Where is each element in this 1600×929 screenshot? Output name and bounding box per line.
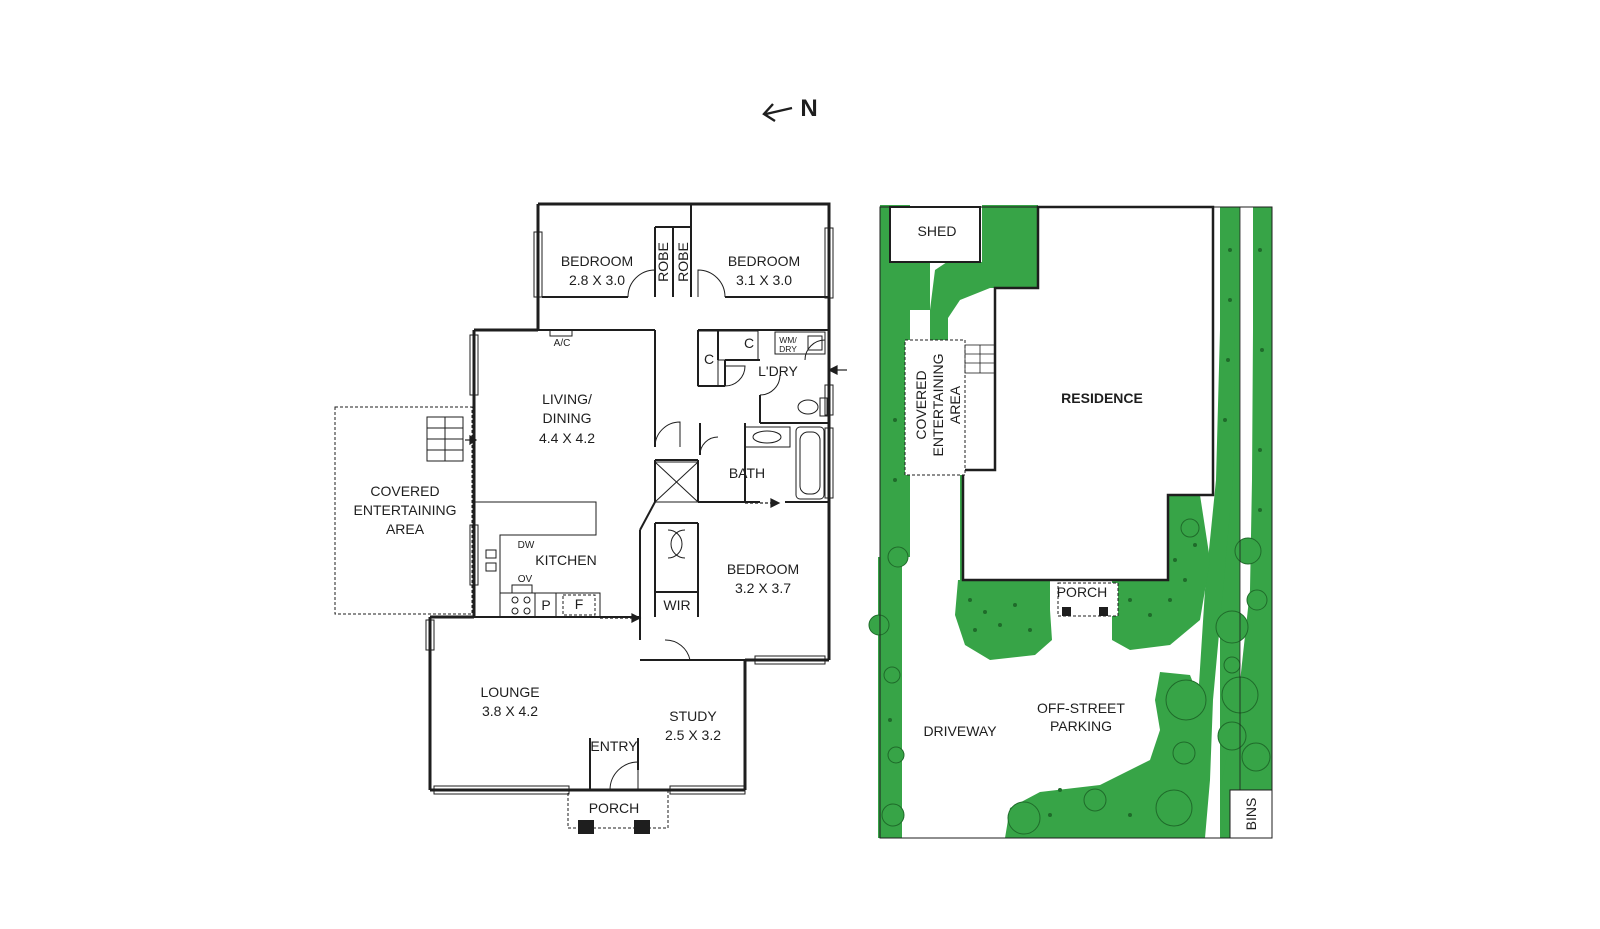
living-label-line2: DINING — [543, 410, 592, 426]
shrub-dots — [888, 248, 1264, 817]
cupboard1-label: C — [704, 351, 714, 367]
shed-label: SHED — [918, 223, 957, 239]
porch-post — [1062, 607, 1071, 616]
exterior-walls — [428, 202, 831, 792]
door-swings — [609, 269, 826, 791]
residence-footprint — [961, 205, 1215, 582]
bedroom1-label: BEDROOM — [561, 253, 633, 269]
dry-label: DRY — [779, 344, 797, 354]
covered-area-label-line1: COVERED — [370, 483, 439, 499]
site-covered-area-line2: ENTERTAINING — [930, 354, 946, 457]
ac-label: A/C — [554, 338, 571, 349]
ac-unit-icon — [549, 329, 573, 337]
bath-label: BATH — [729, 465, 765, 481]
living-label-line1: LIVING/ — [542, 391, 592, 407]
parking-label-line1: OFF-STREET — [1037, 700, 1125, 716]
kitchen-label: KITCHEN — [535, 552, 596, 568]
porch-post — [1099, 607, 1108, 616]
entry-label: ENTRY — [590, 738, 638, 754]
laundry-label: L'DRY — [758, 363, 798, 379]
tree-icons — [868, 518, 1271, 835]
pantry-label: P — [541, 597, 550, 613]
parking-label-line2: PARKING — [1050, 718, 1112, 734]
north-arrow-icon — [762, 103, 793, 123]
site-plan — [868, 205, 1273, 839]
lounge-size: 3.8 X 4.2 — [482, 703, 538, 719]
site-steps-icon — [964, 344, 996, 374]
kitchen-counters — [474, 501, 601, 618]
cupboard2-label: C — [744, 335, 754, 351]
site-covered-area-line1: COVERED — [913, 370, 929, 439]
wm-label: WM/ — [779, 335, 797, 345]
dishwasher-label: DW — [518, 540, 535, 551]
bins-area — [1229, 789, 1273, 839]
site-boundary — [879, 206, 1273, 839]
site-covered-area-outline — [904, 339, 966, 476]
site-porch-label: PORCH — [1057, 584, 1108, 600]
house-floor-plan — [334, 202, 847, 834]
porch-label: PORCH — [589, 800, 640, 816]
study-size: 2.5 X 3.2 — [665, 727, 721, 743]
front-porch-outline — [567, 789, 669, 834]
residence-label: RESIDENCE — [1061, 390, 1143, 406]
robe1-label: ROBE — [655, 242, 671, 282]
shed-outline — [889, 206, 981, 263]
robe2-label: ROBE — [675, 242, 691, 282]
bedroom3-size: 3.2 X 3.7 — [735, 580, 791, 596]
wir-label: WIR — [663, 597, 690, 613]
steps-icon — [426, 416, 464, 462]
step-arrows — [465, 365, 847, 623]
lawn-areas — [878, 205, 1272, 838]
north-label: N — [800, 95, 817, 122]
study-label: STUDY — [669, 708, 717, 724]
lounge-label: LOUNGE — [480, 684, 539, 700]
fridge-label: F — [575, 596, 584, 612]
bedroom2-label: BEDROOM — [728, 253, 800, 269]
oven-label: OV — [518, 574, 533, 585]
bedroom3-label: BEDROOM — [727, 561, 799, 577]
covered-area-outline — [334, 406, 473, 615]
covered-area-label-line2: ENTERTAINING — [354, 502, 457, 518]
covered-area-label-line3: AREA — [386, 521, 425, 537]
living-size: 4.4 X 4.2 — [539, 430, 595, 446]
driveway-label: DRIVEWAY — [923, 723, 997, 739]
site-covered-area-line3: AREA — [947, 385, 963, 424]
wet-area-fixtures — [654, 330, 828, 503]
bedroom1-size: 2.8 X 3.0 — [569, 272, 625, 288]
bedroom2-size: 3.1 X 3.0 — [736, 272, 792, 288]
bins-label: BINS — [1243, 798, 1259, 831]
